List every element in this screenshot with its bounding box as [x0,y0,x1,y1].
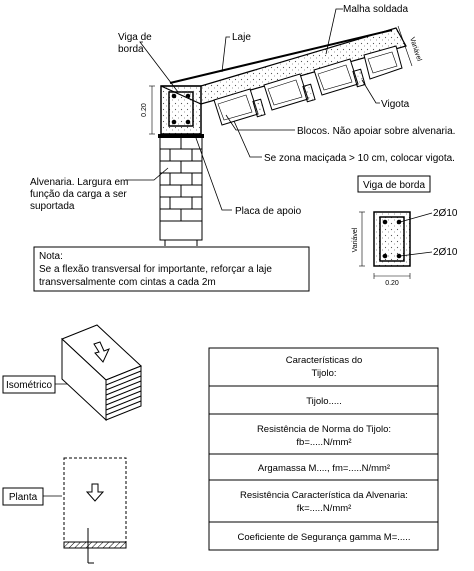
dimension-beam-height: 0.20 [141,85,155,135]
joists [252,68,366,118]
support-plate [158,134,204,138]
plan-view: Planta [2,457,127,564]
plan-support-strip [63,541,127,549]
label-isometrico: Isométrico [6,380,53,391]
load-arrow-icon [93,341,110,363]
label-alvenaria-1: Alvenaria. Largura em [30,177,128,188]
label-alvenaria-3: suportada [30,201,75,212]
section-bar-bottom: 2Ø10 [433,247,458,258]
label-placa-apoio: Placa de apoio [235,206,302,217]
slab [160,27,407,134]
section-title: Viga de borda [363,180,426,191]
table-row-5-line-1: Resistência Característica da Alvenaria: [240,490,408,501]
slab-beam-detail: 0.20 Variável Malha soldada Viga de bord… [30,4,455,246]
label-viga-de-borda-2: borda [118,44,144,55]
label-laje: Laje [232,32,251,43]
note-line-1: Se a flexão transversal for importante, … [39,264,272,275]
plan-load-arrow-icon [85,483,105,502]
label-alvenaria-2: função da carga a ser [30,189,127,200]
table-row-3-line-1: Resistência de Norma do Tijolo: [257,424,391,435]
section-width-label: 0.20 [385,280,399,287]
brick-characteristics-table: Características do Tijolo: Tijolo..... R… [208,347,439,551]
section-height-label: Variável [352,227,359,252]
dim-variavel-right: Variável [408,36,422,62]
isometric-view: Isométrico [2,324,142,422]
table-row-3-line-2: fb=.....N/mm² [296,437,351,448]
label-zona-macicada: Se zona maciçada > 10 cm, colocar vigota… [264,153,455,164]
label-malha-soldada: Malha soldada [343,4,408,15]
table-row-5-line-2: fk=.....N/mm² [297,503,352,514]
label-planta: Planta [9,492,38,503]
note-title: Nota: [39,251,63,262]
dim-020-left: 0.20 [141,103,148,117]
edge-beam-section: Viga de borda Variável 0.20 2Ø10 2Ø10 [352,175,458,287]
table-row-4: Argamassa M...., fm=.....N/mm² [258,463,390,474]
note-line-2: transversalmente com cintas a cada 2m [39,277,216,288]
note-box: Nota: Se a flexão transversal for import… [33,246,310,292]
masonry-wall [158,134,204,246]
table-row-2: Tijolo..... [306,396,342,407]
brick-stack-front [61,337,107,422]
blocks [213,45,403,126]
label-blocos: Blocos. Não apoiar sobre alvenaria. [297,126,455,137]
table-row-1-line-2: Tijolo: [312,368,337,379]
welded-mesh [169,29,393,84]
section-bar-top: 2Ø10 [433,208,458,219]
label-vigota: Vigota [381,99,410,110]
leader-lines [125,8,380,211]
table-row-1-line-1: Características do [286,355,363,366]
table-row-6: Coeficiente de Segurança gamma M=..... [238,532,411,543]
label-viga-de-borda-1: Viga de [118,32,152,43]
